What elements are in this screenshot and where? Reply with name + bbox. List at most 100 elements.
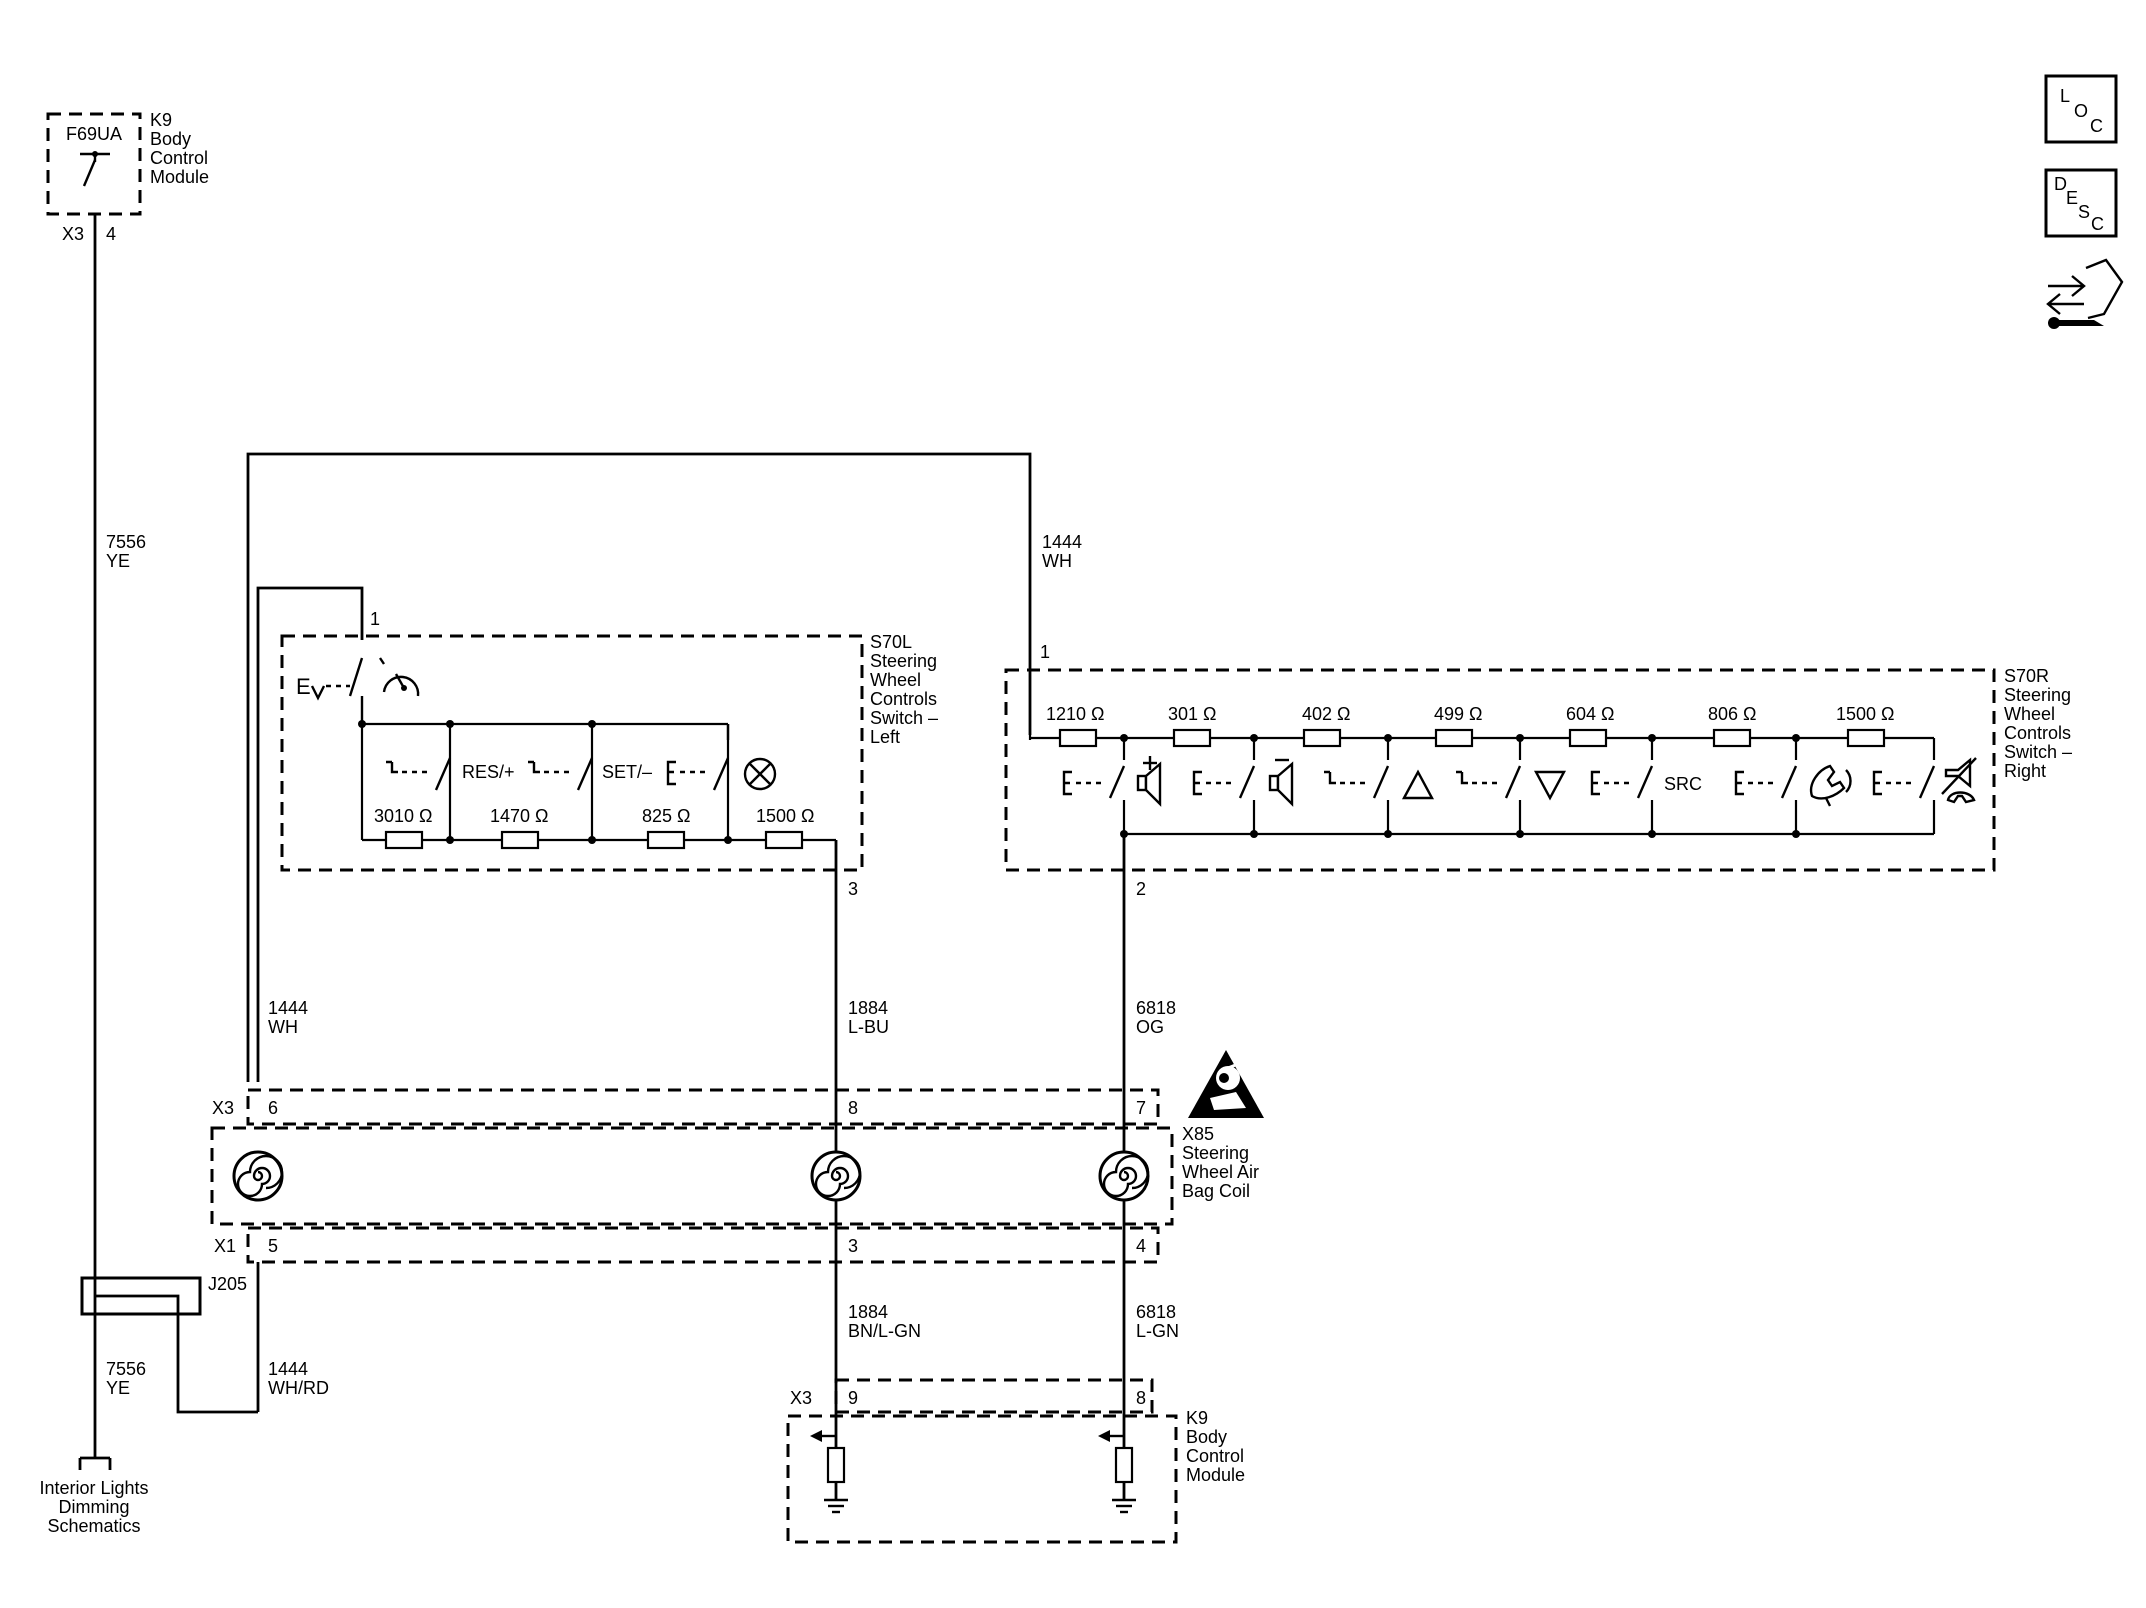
bcm-bottom-pin2: 8 (1136, 1388, 1146, 1408)
label-line: S70R (2004, 666, 2049, 686)
label-line: K9 (1186, 1408, 1208, 1428)
bcm-top-pin: 4 (106, 224, 116, 244)
wire-1884-upper-circuit: 1884 (848, 998, 888, 1018)
s70r-src-label: SRC (1664, 774, 1702, 794)
resistor-icon (826, 1446, 1134, 1484)
nav-loc-letter-3: C (2090, 116, 2103, 136)
bcm-top-fuse-label: F69UA (66, 124, 122, 144)
bcm-bottom-pin1: 9 (848, 1388, 858, 1408)
s70r-r4: 499 Ω (1434, 704, 1483, 724)
bcm-top-connector: X3 (62, 224, 84, 244)
cruise-control-icon (379, 657, 420, 697)
label-line: Interior Lights (39, 1478, 148, 1498)
volume-up-icon (1136, 756, 1162, 807)
label-line: Body (1186, 1427, 1227, 1447)
wire-7556-top-circuit: 7556 (106, 532, 146, 552)
cruise-switch: E (296, 657, 364, 724)
label-line: Body (150, 129, 191, 149)
label-line: Dimming (58, 1497, 129, 1517)
wire-7556-bottom-circuit: 7556 (106, 1359, 146, 1379)
s70r-r3: 402 Ω (1302, 704, 1351, 724)
nav-loc-letter-2: O (2074, 101, 2088, 121)
label-line: Switch – (2004, 742, 2072, 762)
seek-down-icon (1533, 770, 1567, 801)
volume-down-icon (1268, 758, 1294, 807)
s70l-res-label: RES/+ (462, 762, 515, 782)
bcm-bottom-connector: X3 (790, 1388, 812, 1408)
x85-x1-pin2: 3 (848, 1236, 858, 1256)
splice-j205-label: J205 (208, 1274, 247, 1294)
s70r-r5: 604 Ω (1566, 704, 1615, 724)
s70r-r6: 806 Ω (1708, 704, 1757, 724)
s70l-r2: 1470 Ω (490, 806, 549, 826)
cancel-icon (743, 757, 777, 791)
s70r-pin-in: 1 (1040, 642, 1050, 662)
label-line: Controls (870, 689, 937, 709)
s70l-pin-out: 3 (848, 879, 858, 899)
wire-1444-bottom-color: WH/RD (268, 1378, 329, 1398)
nav-loc-letter-1: L (2060, 86, 2070, 106)
s70r-switches (1056, 760, 1946, 800)
wire-6818-upper-circuit: 6818 (1136, 998, 1176, 1018)
set-switch (666, 757, 730, 791)
wire-1444-top-color: WH (1042, 551, 1072, 571)
resistor-icon (1058, 728, 1886, 748)
x85-x3-pin2: 8 (848, 1098, 858, 1118)
label-line: Right (2004, 761, 2046, 781)
connector-arrow-icon (810, 1430, 1124, 1442)
wire-1444-left-circuit: 1444 (268, 998, 308, 1018)
nav-loc-button[interactable]: L O C (2044, 74, 2118, 144)
label-line: Controls (2004, 723, 2071, 743)
splice-j205: J205 (80, 1274, 258, 1414)
x85-x1-connector: X1 (214, 1236, 236, 1256)
label-line: Switch – (870, 708, 938, 728)
wire-1884-lower-color: BN/L-GN (848, 1321, 921, 1341)
clockspring-coil-icon (810, 1150, 862, 1202)
nav-desc-letter-4: C (2091, 214, 2104, 234)
wire-6818-lower-color: L-GN (1136, 1321, 1179, 1341)
label-line: Steering (870, 651, 937, 671)
nav-desc-letter-1: D (2054, 174, 2067, 194)
s70r-pin-out: 2 (1136, 879, 1146, 899)
s70l-set-label: SET/– (602, 762, 652, 782)
connector-end-view-icon[interactable] (2046, 258, 2124, 329)
nav-desc-button[interactable]: D E S C (2044, 168, 2118, 238)
label-line: Wheel (870, 670, 921, 690)
switch-icon (80, 151, 110, 187)
nav-desc-letter-2: E (2066, 188, 2078, 208)
wire-6818-lower-circuit: 6818 (1136, 1302, 1176, 1322)
wire-6818-upper-color: OG (1136, 1017, 1164, 1037)
air-bag-warning-icon (1188, 1050, 1264, 1118)
s70l-r3: 825 Ω (642, 806, 691, 826)
s70r-r2: 301 Ω (1168, 704, 1217, 724)
phone-mute-icon (1941, 757, 1977, 804)
resistor-icon (384, 830, 804, 850)
nav-desc-letter-3: S (2078, 202, 2090, 222)
s70l-r4: 1500 Ω (756, 806, 815, 826)
x85-x1-pin1: 5 (268, 1236, 278, 1256)
label-line: Module (150, 167, 209, 187)
label-line: Module (1186, 1465, 1245, 1485)
x85-x1-pin3: 4 (1136, 1236, 1146, 1256)
seek-up-icon (1401, 769, 1435, 800)
svg-text:E: E (296, 674, 311, 699)
s70l-r1: 3010 Ω (374, 806, 433, 826)
s70r-r7: 1500 Ω (1836, 704, 1895, 724)
label-line: S70L (870, 632, 912, 652)
ground-icon (824, 1498, 1136, 1514)
label-line: K9 (150, 110, 172, 130)
label-line: Wheel (2004, 704, 2055, 724)
cancel-switch (386, 757, 452, 791)
wire-7556-bottom-color: YE (106, 1378, 130, 1398)
label-line: Steering (2004, 685, 2071, 705)
